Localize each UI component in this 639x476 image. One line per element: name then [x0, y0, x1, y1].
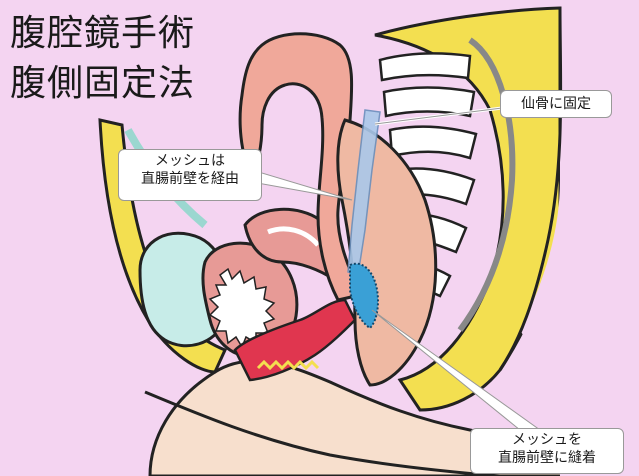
- callout-mesh-suture: メッシュを 直腸前壁に縫着: [470, 428, 624, 474]
- callout-mesh-route-line2: 直腸前壁を経由: [123, 170, 257, 188]
- callout-mesh-route: メッシュは 直腸前壁を経由: [118, 149, 262, 201]
- callout-sacrum: 仙骨に固定: [500, 90, 612, 118]
- callout-sacrum-text: 仙骨に固定: [507, 91, 605, 117]
- title-line-1: 腹腔鏡手術: [10, 14, 195, 54]
- callout-mesh-suture-line2: 直腸前壁に縫着: [475, 449, 619, 467]
- callout-mesh-suture-line1: メッシュを: [475, 431, 619, 449]
- callout-mesh-route-line1: メッシュは: [123, 152, 257, 170]
- title-line-2: 腹側固定法: [10, 64, 195, 104]
